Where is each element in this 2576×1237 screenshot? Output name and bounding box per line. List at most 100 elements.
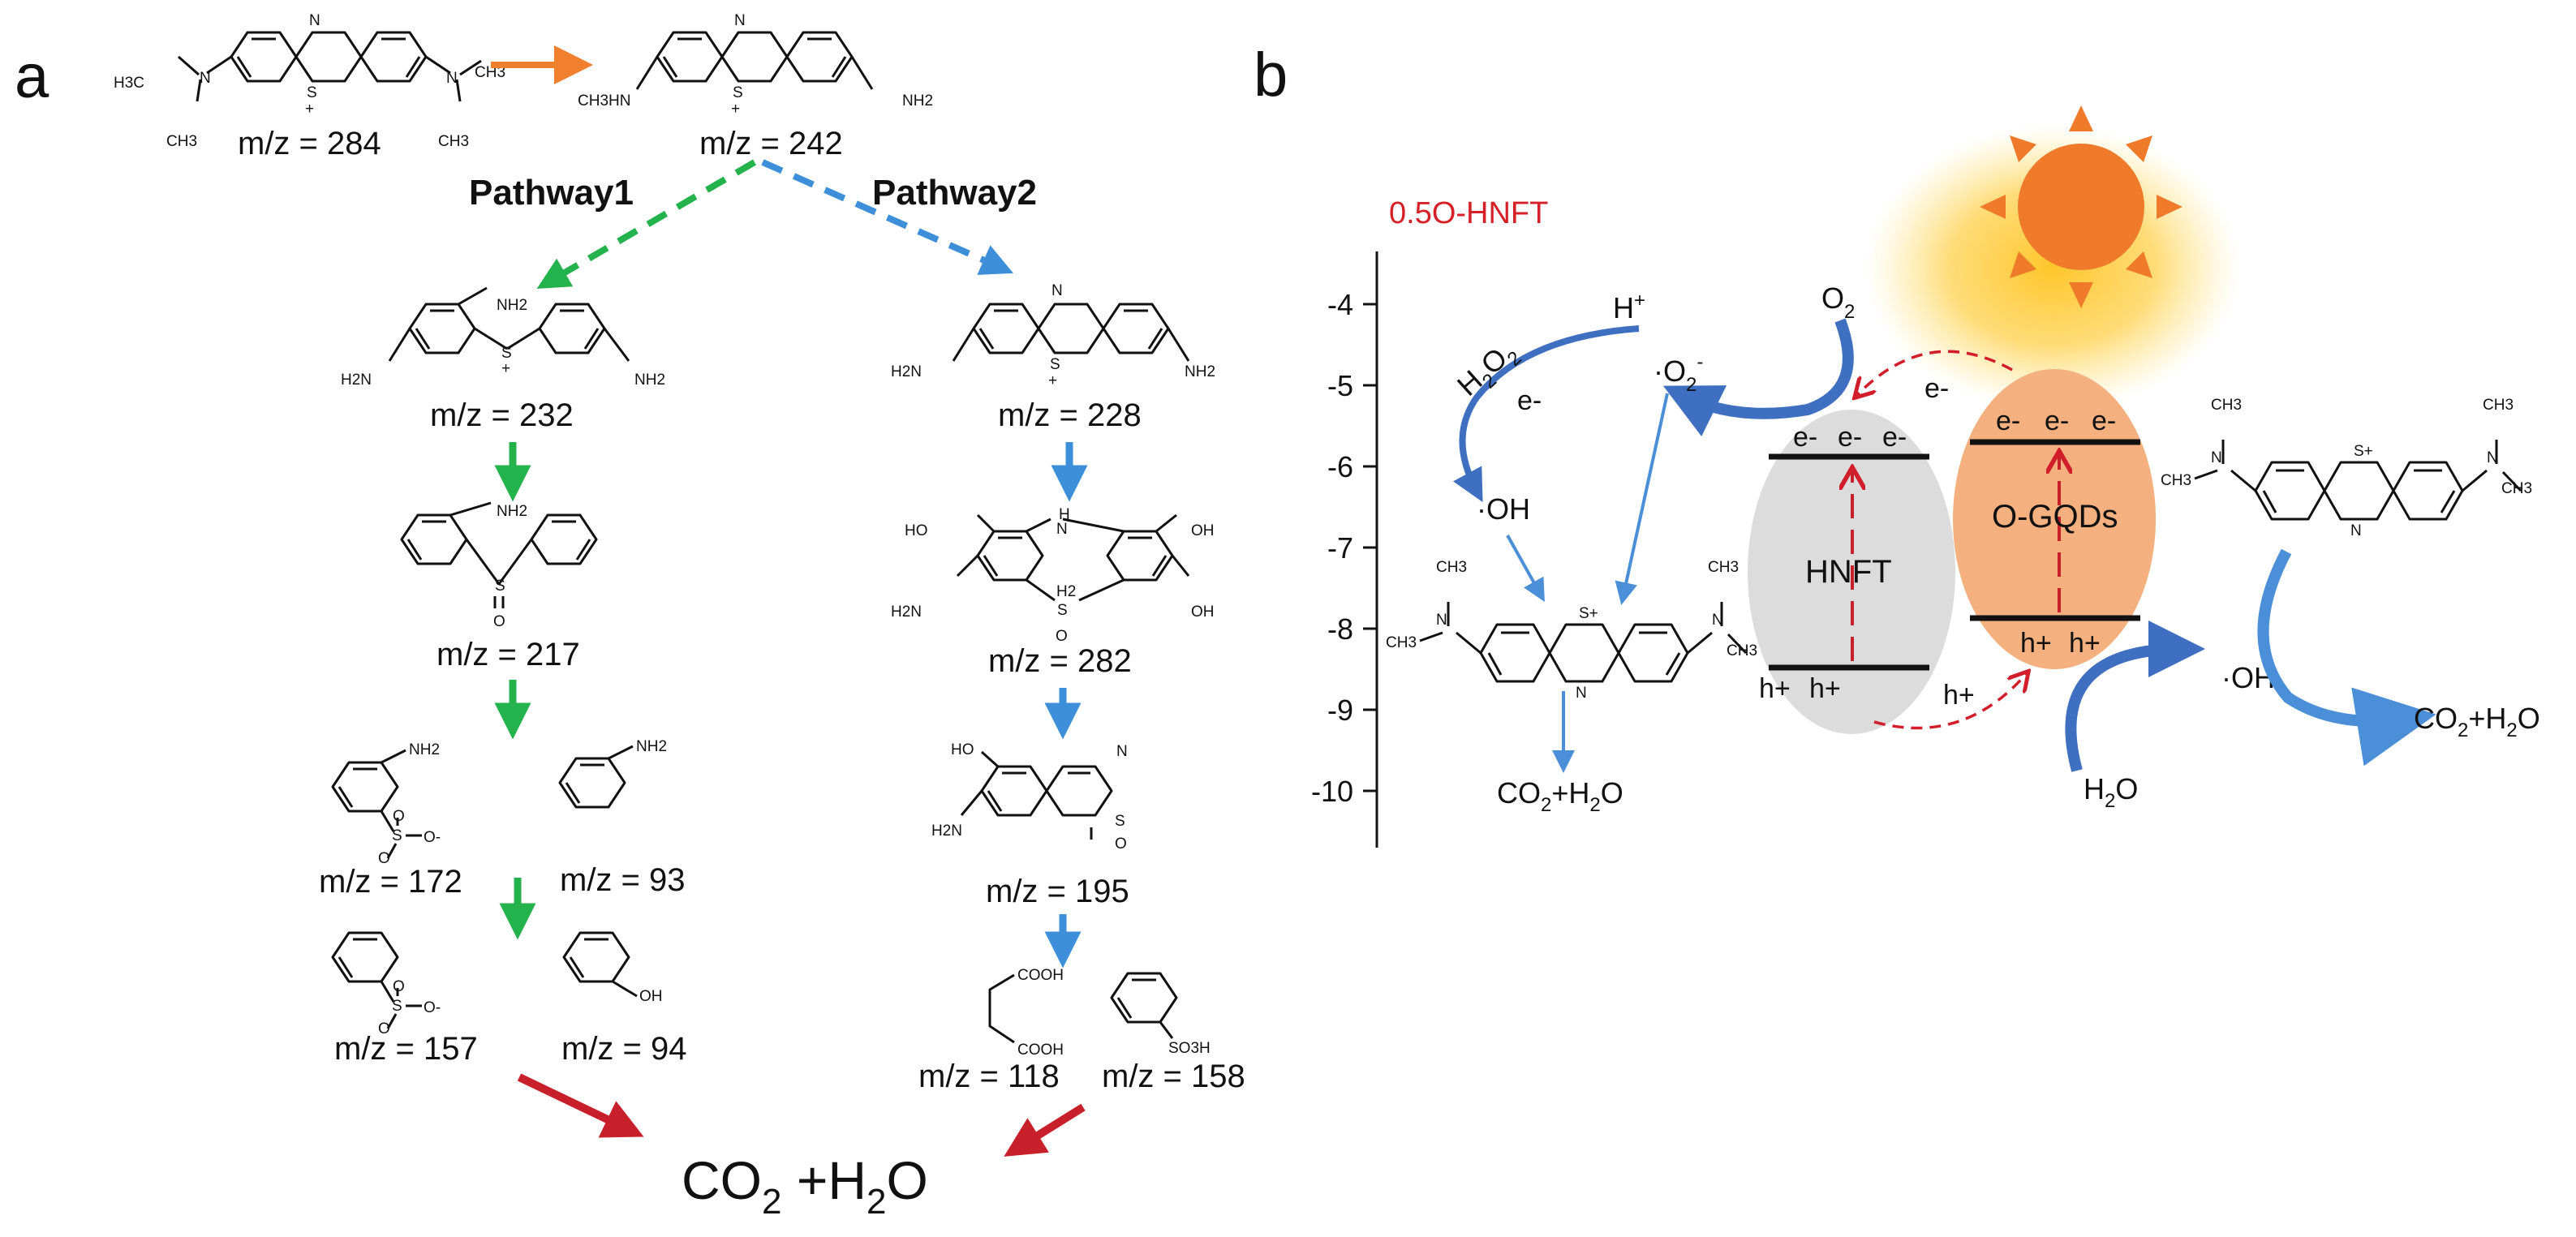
atom-label: OH: [639, 988, 663, 1005]
atom-label: CH3: [475, 64, 505, 81]
atom-label: NH2: [634, 372, 665, 389]
atom-label: HO: [905, 522, 928, 539]
hnft-label: HNFT: [1805, 554, 1892, 590]
electron-label: e-: [2092, 406, 2116, 436]
atom-label: NH2: [409, 741, 440, 758]
axis-tick-label: -10: [1311, 775, 1353, 808]
mz-label: m/z = 284: [238, 126, 381, 161]
molecule-mz-228: [952, 303, 1190, 362]
atom-label: H2N: [931, 823, 962, 840]
mz-label: m/z = 94: [561, 1031, 687, 1067]
mz-label: m/z = 93: [560, 862, 686, 898]
molecule-mz-172: [331, 749, 422, 859]
atom-label: CH3: [2211, 397, 2242, 414]
atom-label: N: [2350, 522, 2362, 539]
atom-label: N: [200, 70, 211, 87]
atom-label: S: [501, 345, 512, 362]
oxygen-reduction-arrow: [1662, 318, 1854, 436]
energy-axis: -4 -5 -6 -7 -8 -9 -10: [1311, 251, 1378, 848]
mineralization-arrow-right: [2257, 548, 2436, 767]
atom-label: +: [731, 101, 740, 118]
mz-label: m/z = 172: [319, 864, 462, 900]
molecule-mz-118: [988, 973, 1015, 1044]
mz-label: m/z = 118: [918, 1059, 1060, 1094]
axis-tick-label: -7: [1327, 531, 1353, 565]
atom-label: S: [733, 84, 743, 101]
atom-label: OH: [1191, 603, 1215, 621]
atom-label: N: [734, 12, 746, 29]
atom-label: N: [1051, 282, 1063, 299]
atom-label: S: [1057, 602, 1068, 619]
methylene-blue-right: [2194, 440, 2522, 521]
atom-label: NH2: [497, 503, 527, 520]
final-products-label: CO2 +H2O: [682, 1150, 928, 1222]
proton-label: H+: [1613, 290, 1645, 324]
superoxide-attack-arrow: [1615, 393, 1669, 605]
molecule-mz-232: [388, 286, 630, 362]
mineralization-arrow: [1004, 1103, 1086, 1157]
electron-transfer-arrow: [1856, 350, 2013, 396]
panel-a: a N N N S + H3C CH3 CH3 CH3 m/z = 284: [15, 12, 1245, 1222]
h2o2-label: H2O2: [1451, 333, 1526, 406]
atom-label: H: [1059, 506, 1070, 523]
pathway1-label: Pathway1: [469, 173, 634, 213]
atom-label: O: [493, 613, 505, 630]
pathway2-label: Pathway2: [872, 173, 1037, 213]
axis-tick-label: -6: [1327, 450, 1353, 483]
atom-label: +: [1048, 372, 1057, 389]
mz-label: m/z = 195: [986, 874, 1129, 909]
mz-label: m/z = 232: [430, 397, 574, 433]
atom-label: HO: [951, 741, 974, 758]
molecule-mz-284: [178, 31, 482, 102]
atom-label: +: [305, 101, 314, 118]
molecule-mz-282: [956, 513, 1190, 602]
atom-label: N: [1056, 521, 1068, 538]
atom-label: O: [378, 850, 390, 867]
mz-label: m/z = 217: [437, 637, 580, 672]
atom-label: O: [378, 1020, 390, 1037]
mz-label: m/z = 242: [699, 126, 843, 161]
hole-label: h+: [2069, 628, 2101, 659]
panel-b-label: b: [1254, 41, 1288, 110]
atom-label: OH: [1191, 522, 1215, 539]
atom-label: NH2: [636, 738, 667, 755]
peroxide-path-arrow: [1453, 325, 1640, 503]
hole-transfer-arrow: [1873, 673, 2027, 730]
mineralization-arrow: [517, 1073, 644, 1138]
atom-label: N: [1712, 612, 1723, 629]
atom-label: O: [393, 808, 405, 825]
atom-label: N: [1436, 612, 1447, 629]
atom-label: N: [446, 70, 458, 87]
atom-label: O: [1056, 628, 1068, 645]
electron-label: e-: [1882, 422, 1907, 453]
atom-label: S: [392, 827, 402, 844]
water-label: H2O: [2084, 772, 2138, 812]
atom-label: COOH: [1017, 967, 1064, 984]
atom-label: CH3: [1386, 634, 1417, 651]
atom-label: S: [392, 998, 402, 1015]
molecule-mz-157: [331, 931, 422, 1029]
axis-tick-label: -8: [1327, 612, 1353, 646]
pathway2-arrow: [761, 159, 1013, 275]
atom-label: O-: [424, 829, 441, 846]
sun-icon: [1980, 105, 2183, 308]
atom-label: O: [1115, 835, 1127, 853]
atom-label: CH3: [2483, 397, 2514, 414]
hole-transfer-label: h+: [1943, 680, 1975, 711]
atom-label: H3C: [114, 75, 144, 92]
atom-label: S: [307, 84, 317, 101]
pathway1-arrow: [536, 159, 757, 290]
electron-label: e-: [1838, 422, 1862, 453]
axis-tick-label: -4: [1327, 288, 1353, 321]
atom-label: SO3H: [1168, 1040, 1211, 1057]
atom-label: N: [309, 12, 320, 29]
hydroxyl-attack-arrow: [1506, 535, 1545, 602]
hole-label: h+: [2020, 628, 2052, 659]
products-right-label: CO2+H2O: [2414, 702, 2540, 741]
atom-label: CH3: [1727, 642, 1757, 659]
molecule-mz-94: [562, 931, 638, 998]
atom-label: N: [1576, 685, 1587, 702]
atom-label: CH3: [438, 133, 469, 150]
panel-a-label: a: [15, 42, 49, 111]
